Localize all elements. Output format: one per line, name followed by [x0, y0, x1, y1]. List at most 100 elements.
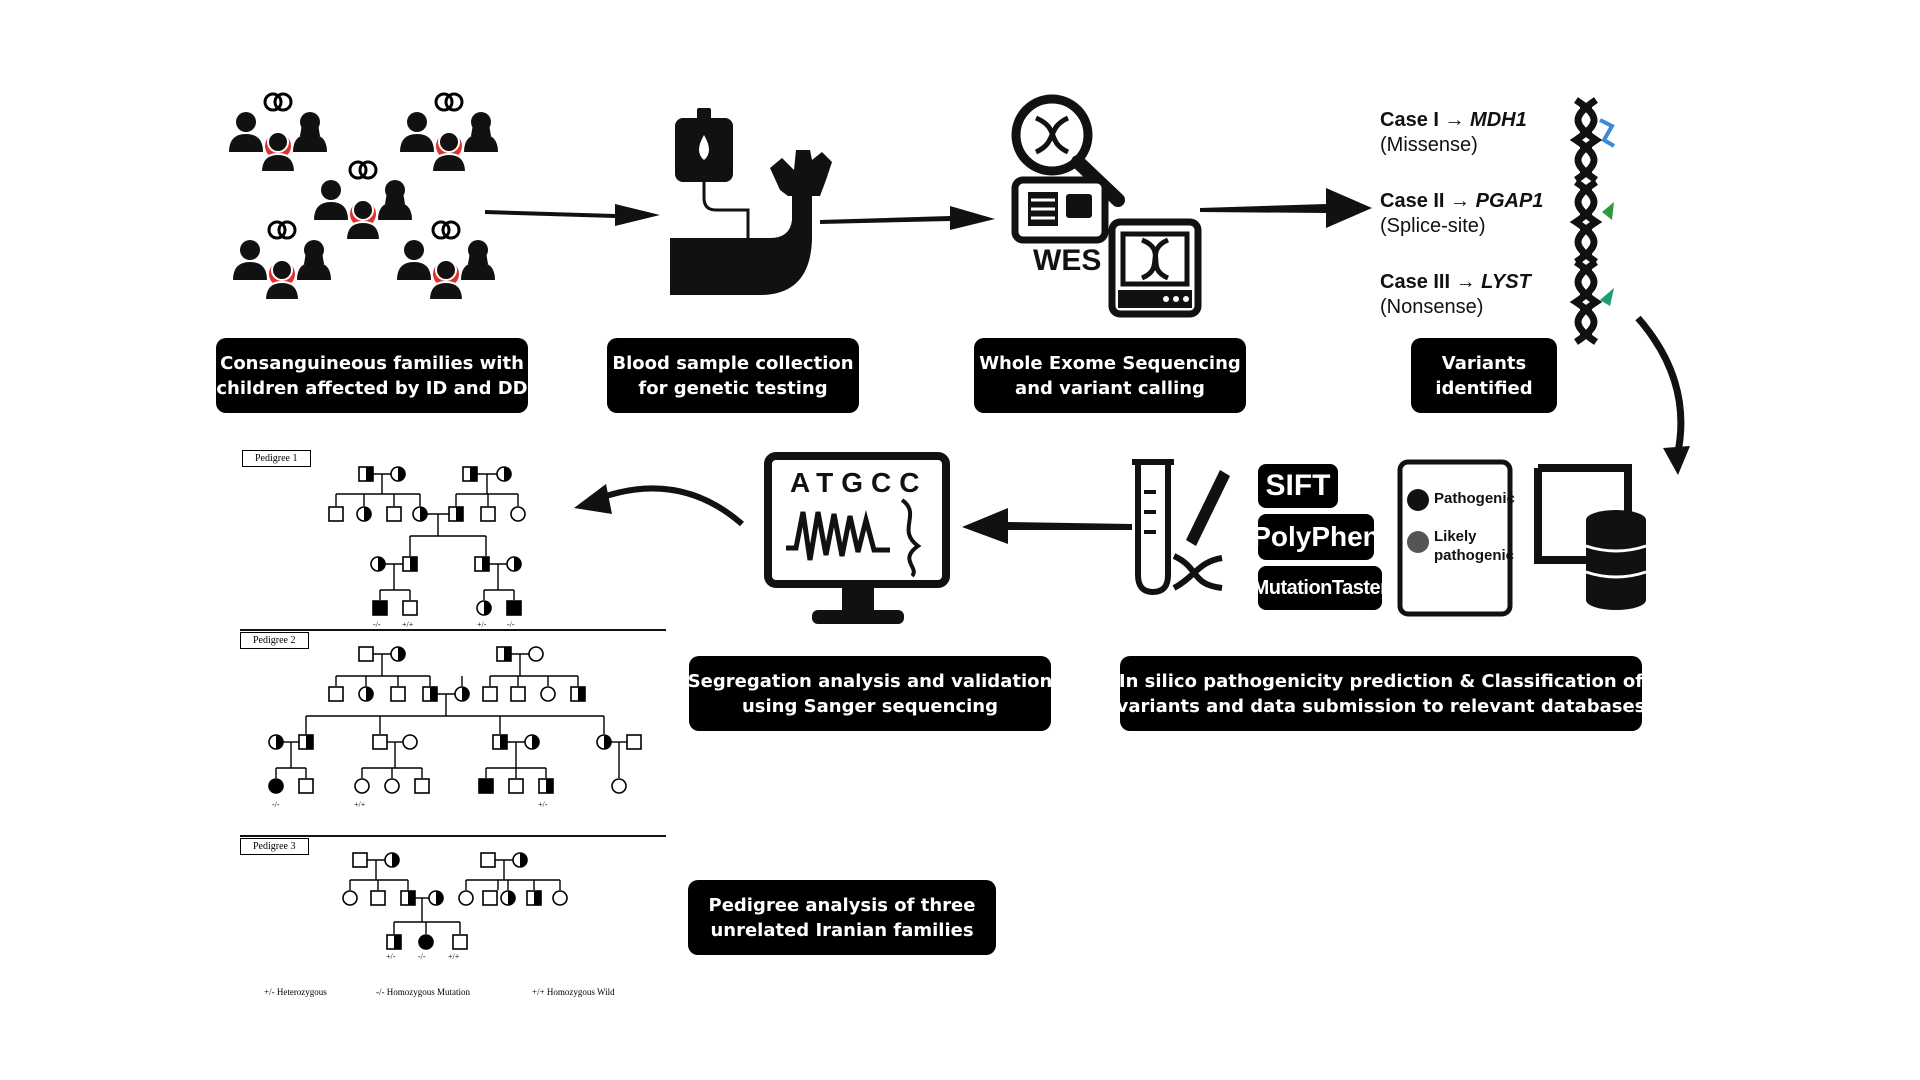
sequencer-icon: WES [1011, 94, 1202, 318]
class-pathogenic-label: Pathogenic [1434, 490, 1515, 507]
wes-label: WES [1033, 244, 1101, 277]
variant-case-label: Case I → [1380, 109, 1471, 131]
pedigree-female-symbol [596, 734, 612, 750]
pedigree-female-symbol [476, 600, 492, 616]
pedigree-female-symbol [402, 734, 418, 750]
pedigree-female-symbol [611, 778, 627, 794]
pedigree-female-symbol [342, 890, 358, 906]
variant-type: (Nonsense) [1380, 296, 1484, 318]
pedigree-male-symbol [386, 506, 402, 522]
step-families-line1: Consanguineous families with [220, 352, 524, 374]
genotype-label: +/- [386, 952, 396, 961]
sequence-label: ATGCC [790, 467, 927, 498]
variant-gene: LYST [1481, 271, 1531, 293]
class-likely-pathogenic-label: pathogenic [1434, 547, 1515, 564]
pedigree-male-symbol [482, 890, 498, 906]
class-likely-label: Likely [1434, 528, 1477, 545]
pedigree-male-symbol [538, 778, 554, 794]
pedigree-male-symbol [474, 556, 490, 572]
test-tube-icon [1132, 459, 1230, 596]
legend-homozygous-mutation: -/- Homozygous Mutation [376, 987, 470, 997]
dna-icon [1576, 100, 1616, 342]
pedigree-female-symbol [552, 890, 568, 906]
arrow-5 [962, 508, 1132, 544]
pedigree-male-symbol [358, 466, 374, 482]
pedigree-female-symbol [454, 686, 470, 702]
pedigree-female-symbol [390, 466, 406, 482]
pedigree-male-symbol [496, 646, 512, 662]
pedigree-male-symbol [480, 852, 496, 868]
pedigree-male-symbol [422, 686, 438, 702]
pedigree-male-symbol [462, 466, 478, 482]
step-wes-box: Whole Exome Sequencing and variant calli… [974, 338, 1246, 413]
pedigree-male-symbol [400, 890, 416, 906]
pedigree-male-symbol [508, 778, 524, 794]
variant-type: (Missense) [1380, 134, 1478, 156]
pedigree-female-symbol [528, 646, 544, 662]
pedigree-male-symbol [480, 506, 496, 522]
pedigree-female-symbol [384, 778, 400, 794]
pedigree-female-symbol [412, 506, 428, 522]
pedigree-female-symbol [356, 506, 372, 522]
pedigree-female-symbol [358, 686, 374, 702]
pedigree-male-symbol [358, 646, 374, 662]
pedigree-1-label: Pedigree 1 [242, 450, 311, 467]
pedigree-female-symbol [500, 890, 516, 906]
pedigree-male-symbol [386, 934, 402, 950]
genotype-label: +/- [477, 620, 487, 629]
genotype-label: +/+ [354, 800, 366, 809]
pedigree-male-symbol [570, 686, 586, 702]
arrow-4 [1635, 315, 1685, 453]
pedigree-female-symbol [354, 778, 370, 794]
pedigree-female-symbol [512, 852, 528, 868]
arrow-2 [820, 206, 995, 230]
variant-case-label: Case III → [1380, 271, 1482, 293]
step-pedigree-line1: Pedigree analysis of three [708, 894, 976, 916]
pedigree-male-symbol [448, 506, 464, 522]
pedigree-male-symbol [328, 506, 344, 522]
step-wes-line2: and variant calling [1015, 377, 1205, 399]
genotype-label: +/+ [402, 620, 414, 629]
step-segregation-box: Segregation analysis and validation usin… [687, 656, 1053, 731]
pedigree-male-symbol [478, 778, 494, 794]
pedigree-male-symbol [626, 734, 642, 750]
legend-heterozygous: +/- Heterozygous [264, 987, 327, 997]
step-segregation-line1: Segregation analysis and validation [687, 670, 1053, 692]
pedigree-female-symbol [524, 734, 540, 750]
pedigree-male-symbol [506, 600, 522, 616]
genotype-label: +/- [538, 800, 548, 809]
pedigree-female-symbol [496, 466, 512, 482]
step-pedigree-line2: unrelated Iranian families [710, 919, 974, 941]
step-pedigree-box: Pedigree analysis of three unrelated Ira… [688, 880, 996, 955]
step-blood-box: Blood sample collection for genetic test… [607, 338, 859, 413]
genotype-label: -/- [272, 800, 280, 809]
pedigree-male-symbol [482, 686, 498, 702]
pedigree-male-symbol [492, 734, 508, 750]
step-variants-line1: Variants [1441, 352, 1527, 374]
pedigree-3-label: Pedigree 3 [240, 838, 309, 855]
step-insilico-box: In silico pathogenicity prediction & Cla… [1117, 656, 1645, 731]
genotype-label: -/- [418, 952, 426, 961]
step-blood-line2: for genetic testing [638, 377, 828, 399]
genotype-label: -/- [373, 620, 381, 629]
step-wes-line1: Whole Exome Sequencing [979, 352, 1241, 374]
variant-gene: PGAP1 [1475, 190, 1544, 212]
legend-homozygous-wild: +/+ Homozygous Wild [532, 987, 615, 997]
step-families-box: Consanguineous families with children af… [216, 338, 528, 413]
pedigree-male-symbol [298, 734, 314, 750]
step-variants-box: Variants identified [1411, 338, 1557, 413]
pedigree-male-symbol [402, 600, 418, 616]
pedigree-male-symbol [372, 734, 388, 750]
arrow-3 [1200, 188, 1372, 228]
pedigree-female-symbol [268, 734, 284, 750]
classification-card [1397, 459, 1513, 617]
variant-case-label: Case II → [1380, 190, 1476, 212]
step-segregation-line2: using Sanger sequencing [741, 695, 998, 717]
pedigree-female-symbol [370, 556, 386, 572]
pedigree-female-symbol [506, 556, 522, 572]
genotype-label: -/- [507, 620, 515, 629]
variant-case-1: Case I → MDH1 (Missense) [1380, 108, 1527, 158]
pedigree-male-symbol [370, 890, 386, 906]
